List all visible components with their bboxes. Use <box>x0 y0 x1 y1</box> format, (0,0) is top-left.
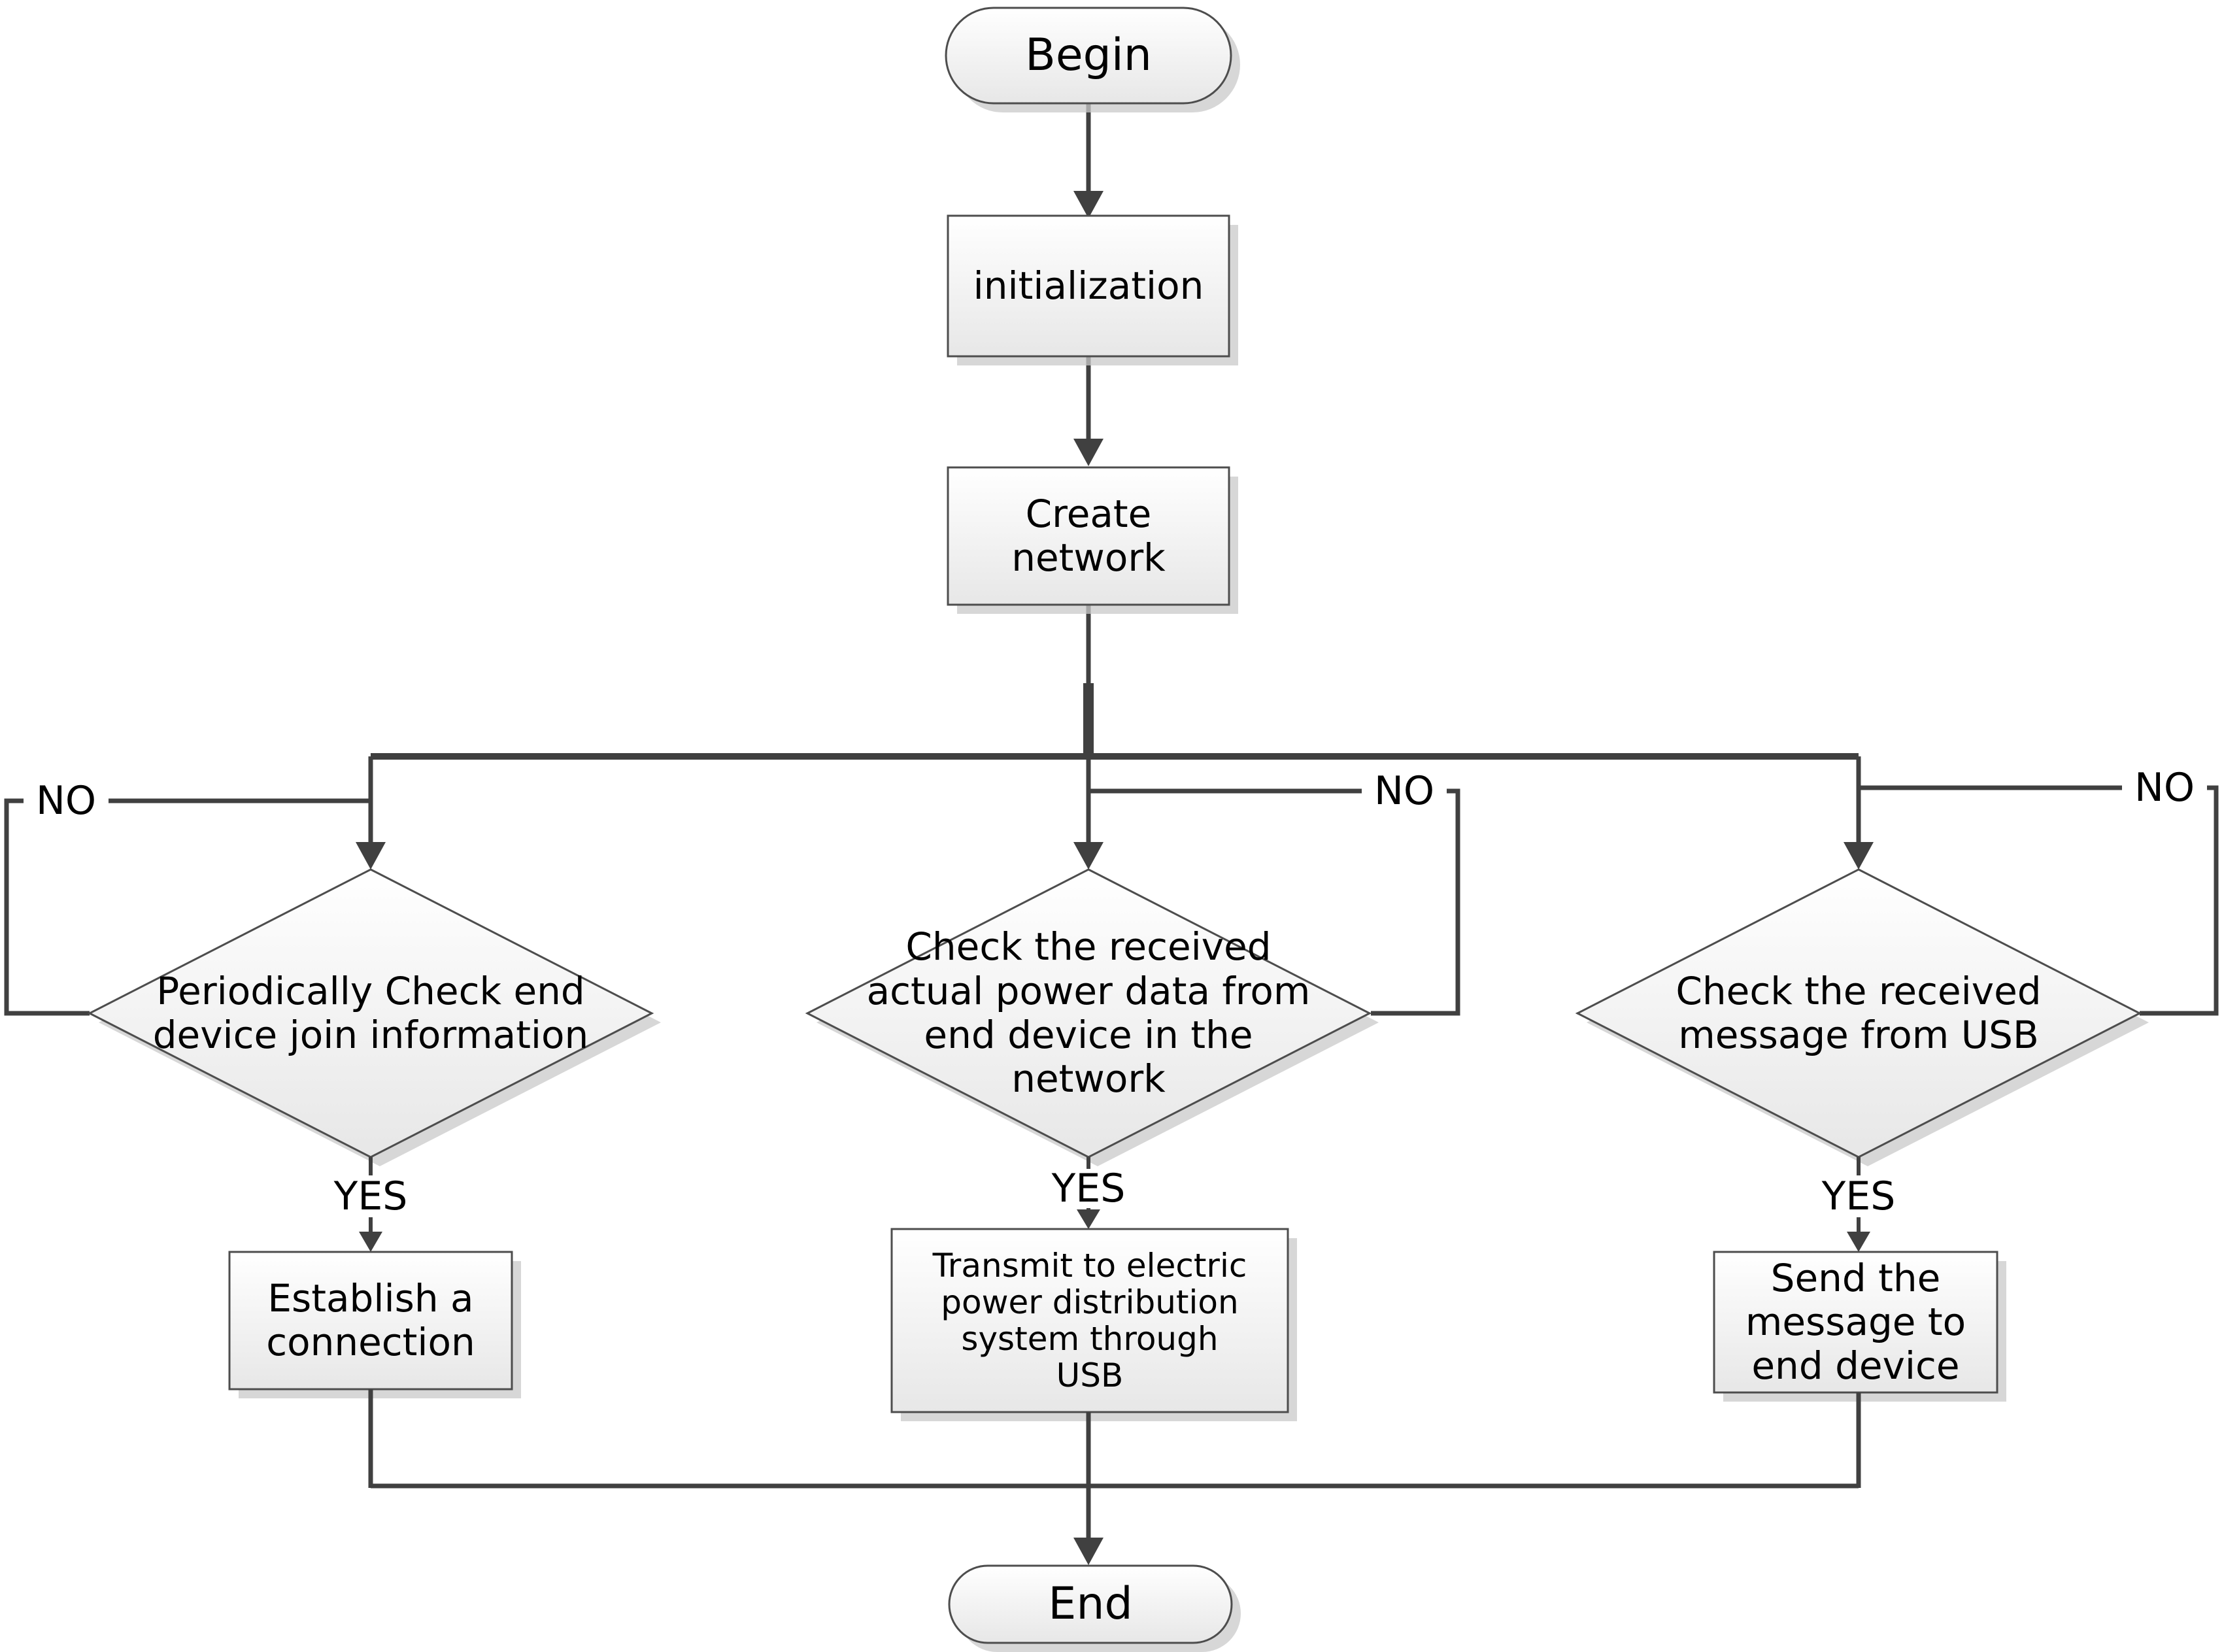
begin-label: Begin <box>1025 29 1152 81</box>
yes-label-check-usb: YES <box>1806 1173 1911 1219</box>
initialization-node-shape <box>947 214 1230 358</box>
no-label-check-join: NO <box>24 778 109 824</box>
end-node-shape <box>948 1564 1233 1644</box>
arrowhead-check-usb <box>1844 842 1874 869</box>
check-power-label: Check the received actual power data fro… <box>866 924 1311 1102</box>
send-message-node-shape <box>1713 1251 1998 1394</box>
arrowhead-send-message <box>1847 1232 1870 1252</box>
arrowhead-check-join <box>356 842 386 869</box>
establish-connection-label: Establish a connection <box>266 1275 475 1364</box>
no-label-check-power: NO <box>1362 768 1447 814</box>
yes-label-check-power: YES <box>1036 1166 1141 1211</box>
begin-node-shape <box>945 7 1232 105</box>
end-label: End <box>1048 1577 1133 1630</box>
yes-label-check-join: YES <box>318 1173 423 1219</box>
no-loop-check-power <box>1088 788 1460 1016</box>
check-join-label: Periodically Check end device join infor… <box>152 968 589 1057</box>
arrowhead-transmit-usb <box>1077 1209 1100 1229</box>
arrowhead-initialization <box>1073 191 1104 218</box>
create-network-label: Create network <box>1011 491 1166 580</box>
check-usb-label: Check the received message from USB <box>1676 968 2042 1057</box>
transmit-usb-label: Transmit to electric power distribution … <box>932 1247 1247 1394</box>
arrowhead-create-network <box>1073 439 1104 466</box>
no-loop-check-join <box>4 798 371 1016</box>
arrowhead-end <box>1073 1538 1104 1565</box>
initialization-label: initialization <box>973 263 1204 308</box>
transmit-usb-node-shape <box>890 1228 1289 1413</box>
send-message-label: Send the message to end device <box>1745 1255 1966 1389</box>
no-label-check-usb: NO <box>2122 765 2207 811</box>
no-loop-check-usb <box>1859 785 2219 1016</box>
establish-connection-node-shape <box>228 1251 513 1391</box>
arrowhead-check-power <box>1073 842 1104 869</box>
create-network-node-shape <box>947 466 1230 606</box>
arrowhead-establish-connection <box>359 1232 382 1252</box>
